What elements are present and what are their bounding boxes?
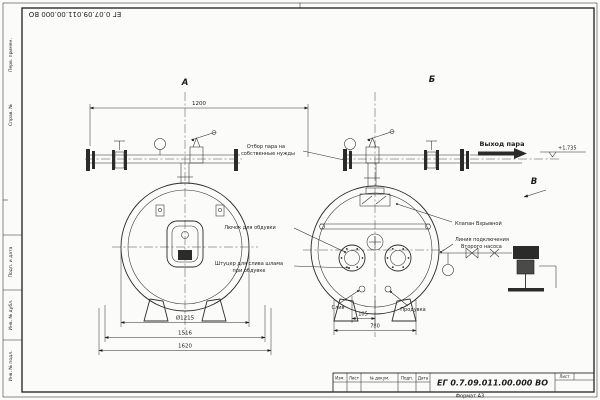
nozzle-left (338, 244, 366, 272)
label-liniya-1: Линия подключения (455, 237, 509, 243)
pressure-gauge (154, 138, 166, 150)
margin-label-inv-dubl: Инв. № дубл. (8, 300, 14, 331)
view-a-dimensions: 1200 Ø1215 1516 1620 (89, 101, 309, 355)
pressure-gauge (442, 264, 454, 276)
valve-symbol (465, 247, 479, 259)
margin-label-podp: Подп. и дата (8, 246, 14, 277)
steam-outlet-arrow (478, 148, 527, 159)
flange (86, 149, 90, 171)
dim-780: 780 (370, 324, 380, 330)
cell-list: Лист (349, 376, 360, 381)
view-b-safety-valve-assembly (343, 129, 522, 186)
view-label-b: Б (429, 75, 436, 85)
top-stamp-code: ЕГ 0.07.09.011.00.000 ВО (28, 10, 121, 18)
label-sliv: Слив (332, 305, 345, 311)
label-elevation: +1,735 (558, 146, 577, 152)
format-label: Формат А3 (456, 394, 484, 400)
pump (508, 246, 557, 292)
label-otbor-1: Отбор пара на (247, 144, 285, 150)
view-label-v: В (531, 177, 537, 187)
cell-izm: Изм. (335, 376, 344, 381)
title-block-code: ЕГ 0.7.09.011.00.000 ВО (437, 379, 548, 388)
label-klapan: Клапан Взрывной (455, 220, 502, 227)
title-block: Изм. Лист № докум. Подп. Дата ЕГ 0.7.09.… (332, 372, 595, 400)
steam-outlet: Выход пара +1,735 (478, 140, 586, 159)
margin-label-sprav: Справ. № (8, 104, 14, 126)
view-direction-v: В (523, 177, 547, 198)
label-vyhod-para: Выход пара (480, 140, 525, 148)
feedwater-piping (439, 246, 557, 292)
nozzle-right (384, 244, 412, 272)
margin-label-inv-podl: Инв. № подл. (8, 350, 14, 381)
cell-podp: Подп. (401, 376, 413, 381)
view-a-vessel (120, 182, 250, 322)
dim-1200: 1200 (192, 101, 206, 107)
label-shtutser-2: при обдувке (233, 268, 266, 274)
callouts: Отбор пара на собственные нужды Клапан В… (215, 144, 509, 313)
dim-1516: 1516 (178, 331, 192, 337)
view-label-a: А (181, 78, 189, 88)
dim-diameter: Ø1215 (176, 315, 195, 322)
label-lyuchok: Лючок для обдувки (224, 225, 276, 231)
dim-105: 105 (358, 312, 368, 318)
safety-valve (189, 146, 204, 164)
flange (92, 151, 95, 169)
label-produvka: Продувка (400, 307, 425, 313)
safety-valve (365, 146, 380, 164)
cell-list-right: Лист (559, 374, 570, 379)
sight-glass (366, 233, 384, 251)
label-liniya-2: Второго насоса (461, 244, 502, 250)
label-otbor-2: собственные нужды (241, 151, 295, 157)
cell-ndoc: № докум. (370, 376, 390, 381)
margin-column: Перв. примен. Справ. № Подп. и дата Инв.… (3, 38, 22, 382)
margin-label-perv: Перв. примен. (8, 38, 14, 72)
door-latch (178, 250, 192, 260)
view-a-safety-valve-assembly (86, 130, 240, 184)
cell-data: Дата (418, 376, 429, 381)
pressure-gauge (344, 138, 356, 150)
view-b-dimensions: 105 780 (333, 296, 417, 335)
check-valve-symbol (489, 248, 500, 258)
elevation-mark-icon (548, 151, 557, 158)
dim-1620: 1620 (178, 344, 192, 350)
label-shtutser-1: Штуцер для слива шлама (215, 261, 283, 267)
